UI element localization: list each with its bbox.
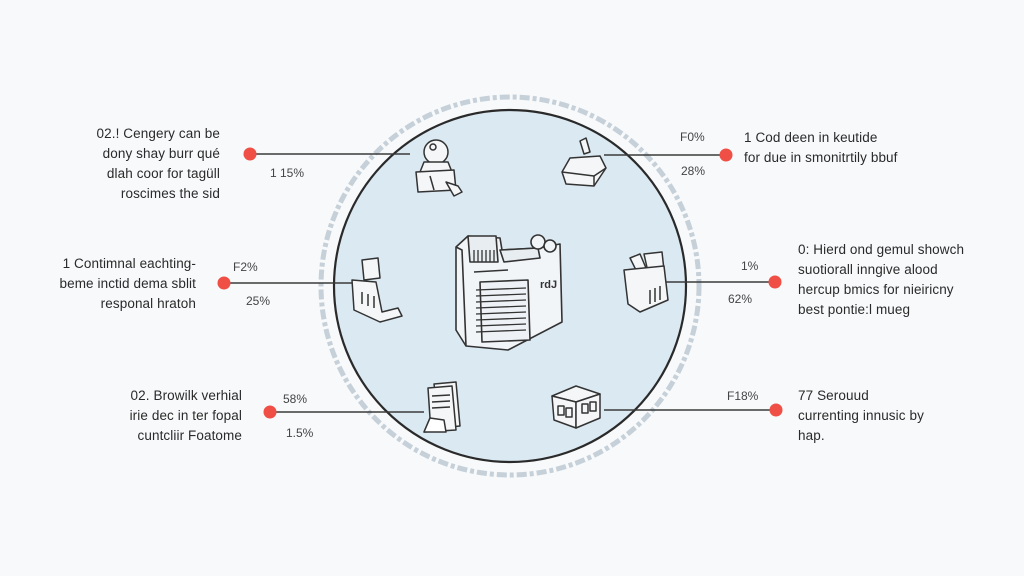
stapler-device-icon (561, 137, 607, 187)
callout-line: suotiorall inngive alood (798, 262, 938, 277)
dot-bottom-left (263, 405, 277, 419)
callout-line: cuntcliir Foatome (137, 428, 242, 443)
dot-middle-left (217, 276, 231, 290)
callout-line: 0: Hierd ond gemul showch (798, 242, 965, 257)
callout-top-right-pct-top: F0% (680, 130, 705, 144)
callout-line: 02. Browilk verhial (130, 388, 242, 403)
shredder-bin-icon (623, 251, 669, 313)
callout-middle-left-text: 1 Contimnal eachting- beme inctid dema s… (59, 254, 196, 314)
callout-bottom-right-pct-top: F18% (727, 389, 759, 403)
svg-text:rdJ: rdJ (540, 279, 557, 291)
callout-middle-left-pct-top: F2% (233, 260, 258, 274)
callout-middle-right-text: 0: Hierd ond gemul showch suotiorall inn… (798, 240, 964, 320)
globe-machine-icon (415, 139, 463, 197)
callout-line: irie dec in ter fopal (129, 408, 242, 423)
connector-lines (224, 153, 776, 413)
callout-line: currenting innusic by (798, 408, 924, 423)
callout-line: best pontie:l mueg (798, 302, 911, 317)
callout-line: beme inctid dema sblit (59, 276, 196, 291)
callout-line: dony shay burr qué (102, 146, 220, 161)
callout-bottom-right-text: 77 Serouud currenting innusic by hap. (798, 386, 924, 446)
callout-line: 02.! Cengery can be (96, 126, 220, 141)
callout-bottom-left-pct-top: 58% (283, 392, 308, 406)
callout-line: for due in smonitrtily bbuf (744, 150, 898, 165)
callout-line: 77 Serouud (798, 388, 869, 403)
dot-top-left (243, 147, 257, 161)
callout-bottom-left-pct-bottom: 1.5% (286, 426, 314, 440)
connector-dots (217, 147, 783, 419)
document-archive-box-icon: rdJ (455, 234, 563, 351)
dot-bottom-right (769, 403, 783, 417)
callout-line: 1 Contimnal eachting- (62, 256, 196, 271)
callout-middle-right-pct-top: 1% (741, 259, 759, 273)
callout-middle-left-pct-bottom: 25% (246, 294, 271, 308)
callout-bottom-left-text: 02. Browilk verhial irie dec in ter fopa… (130, 386, 242, 446)
cube-box-icon (551, 385, 601, 429)
callout-top-right-pct-bottom: 28% (681, 164, 706, 178)
callout-line: hercup bmics for nieiricny (798, 282, 954, 297)
callout-top-left-pct-bottom: 1 15% (270, 166, 305, 180)
document-stack-icon (423, 381, 461, 433)
outer-dashed-ring (318, 94, 702, 478)
callout-line: hap. (798, 428, 825, 443)
callout-line: responal hratoh (100, 296, 196, 311)
printer-shelf-icon (351, 257, 403, 323)
callout-top-left-text: 02.! Cengery can be dony shay burr qué d… (97, 124, 220, 204)
callout-line: 1 Cod deen in keutide (744, 130, 878, 145)
callout-top-right-text: 1 Cod deen in keutide for due in smonitr… (744, 128, 898, 168)
callout-middle-right-pct-bottom: 62% (728, 292, 753, 306)
callout-line: dlah coor for tagüll (106, 166, 220, 181)
dot-middle-right (768, 275, 782, 289)
dot-top-right (719, 148, 733, 162)
callout-line: roscimes the sid (120, 186, 220, 201)
